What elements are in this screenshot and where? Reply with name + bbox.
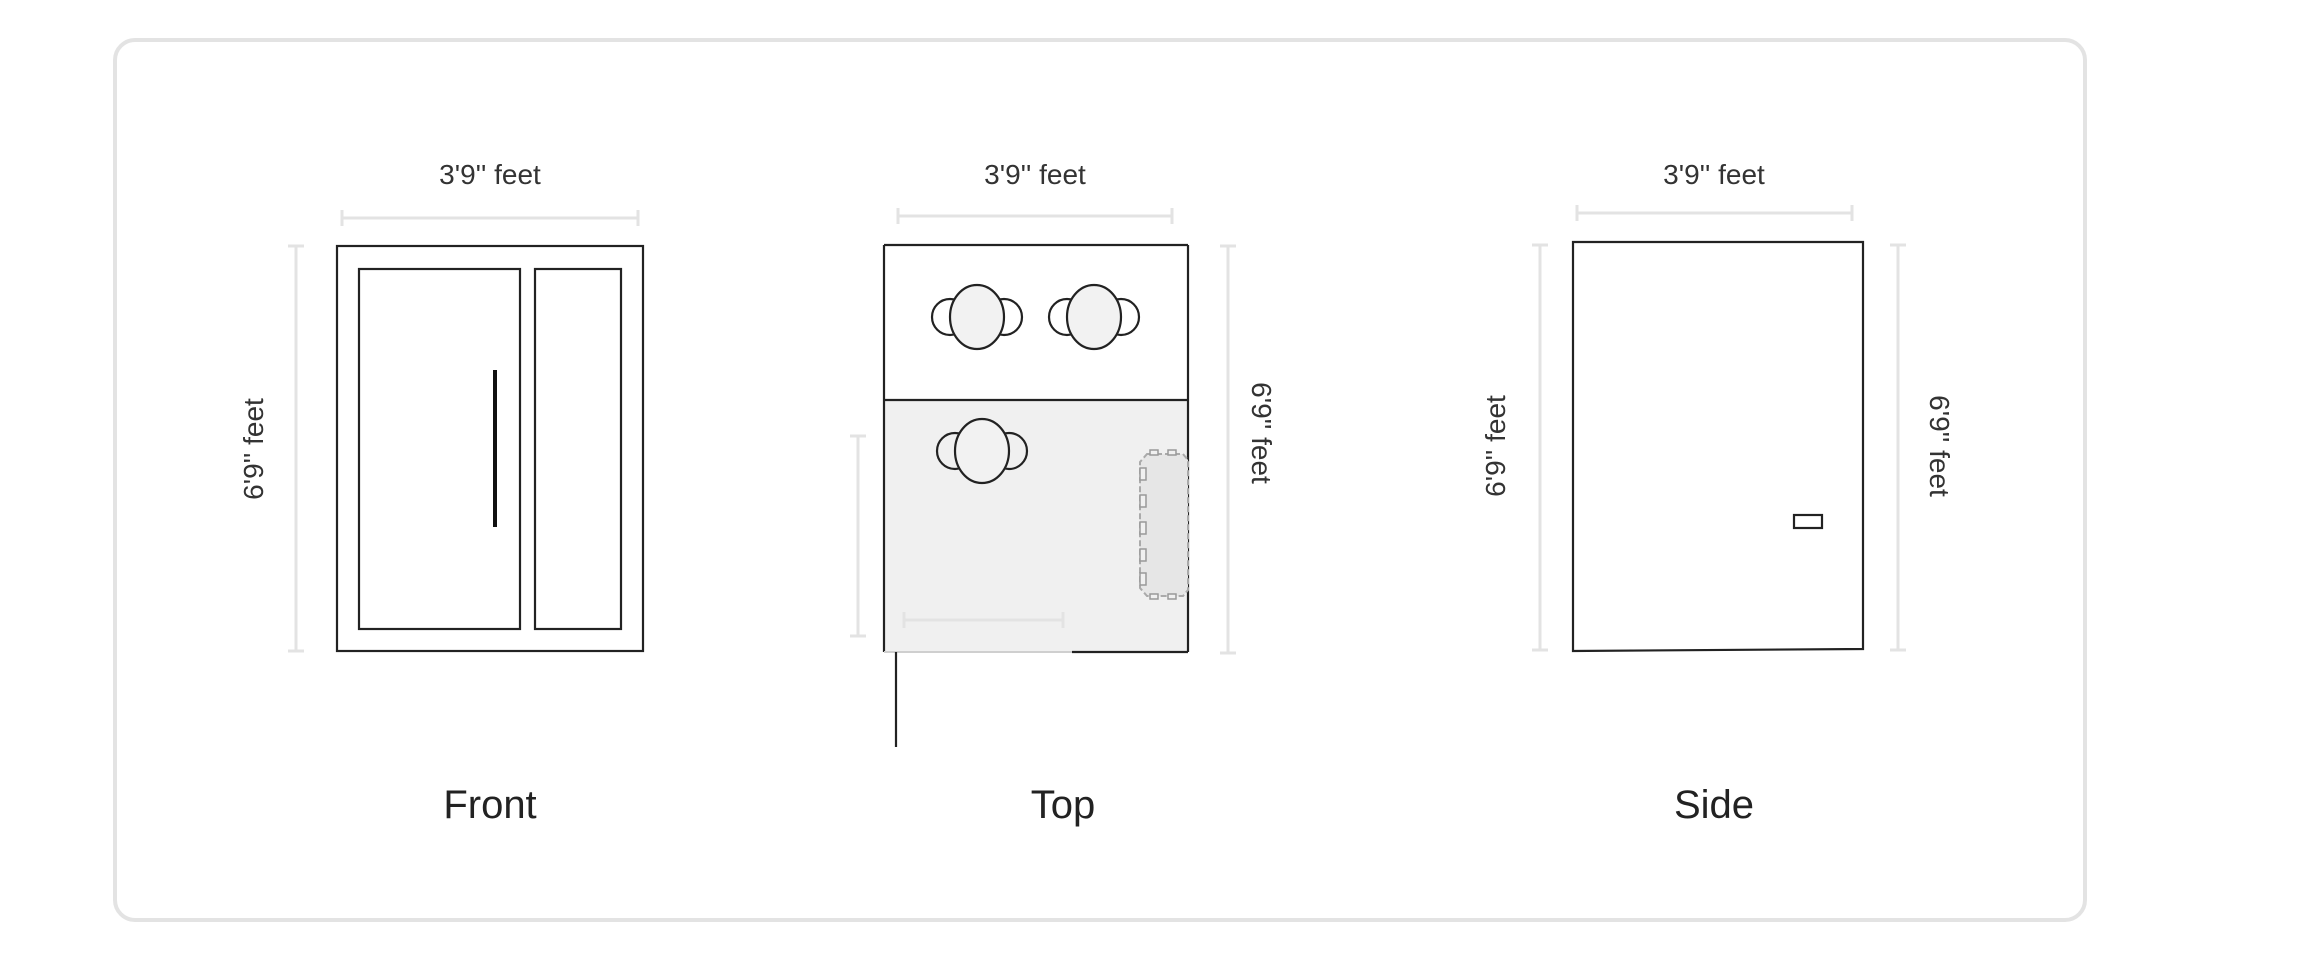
side-caption: Side (1674, 783, 1754, 827)
front-width-dimension (340, 210, 640, 226)
wardrobe-frame (335, 244, 645, 653)
front-caption: Front (443, 783, 536, 827)
top-width-label: 3'9'' feet (984, 159, 1086, 190)
door-handle (1792, 513, 1824, 530)
top-caption: Top (1031, 783, 1096, 827)
floor-width-dimension (902, 612, 1065, 628)
radiator-icon (1139, 449, 1189, 600)
top-view: 3'9'' feet 6'9'' feet (850, 159, 1277, 827)
front-width-label: 3'9'' feet (439, 159, 541, 190)
right-panel (533, 267, 623, 631)
seat-icon (935, 417, 1029, 485)
side-width-dimension (1575, 205, 1854, 221)
front-height-dimension (288, 244, 304, 653)
top-inner-depth-dimension (850, 434, 866, 638)
seat-icon (1047, 283, 1141, 351)
side-view: 3'9'' feet 6'9'' feet 6'9'' feet Side (1480, 159, 1955, 827)
side-left-height-label: 6'9'' feet (1480, 395, 1511, 497)
top-height-label: 6'9'' feet (1246, 382, 1277, 484)
top-height-dimension (1220, 244, 1236, 655)
left-door (357, 267, 522, 631)
side-left-height-dimension (1532, 243, 1548, 652)
side-door-panel (1571, 240, 1865, 653)
front-view: 3'9'' feet 6'9'' feet Front (238, 159, 645, 827)
side-width-label: 3'9'' feet (1663, 159, 1765, 190)
floor-area (884, 400, 1188, 652)
side-right-height-label: 6'9'' feet (1924, 395, 1955, 497)
side-right-height-dimension (1890, 243, 1906, 652)
seat-icon (930, 283, 1024, 351)
top-width-dimension (896, 208, 1174, 224)
front-height-label: 6'9'' feet (238, 398, 269, 500)
